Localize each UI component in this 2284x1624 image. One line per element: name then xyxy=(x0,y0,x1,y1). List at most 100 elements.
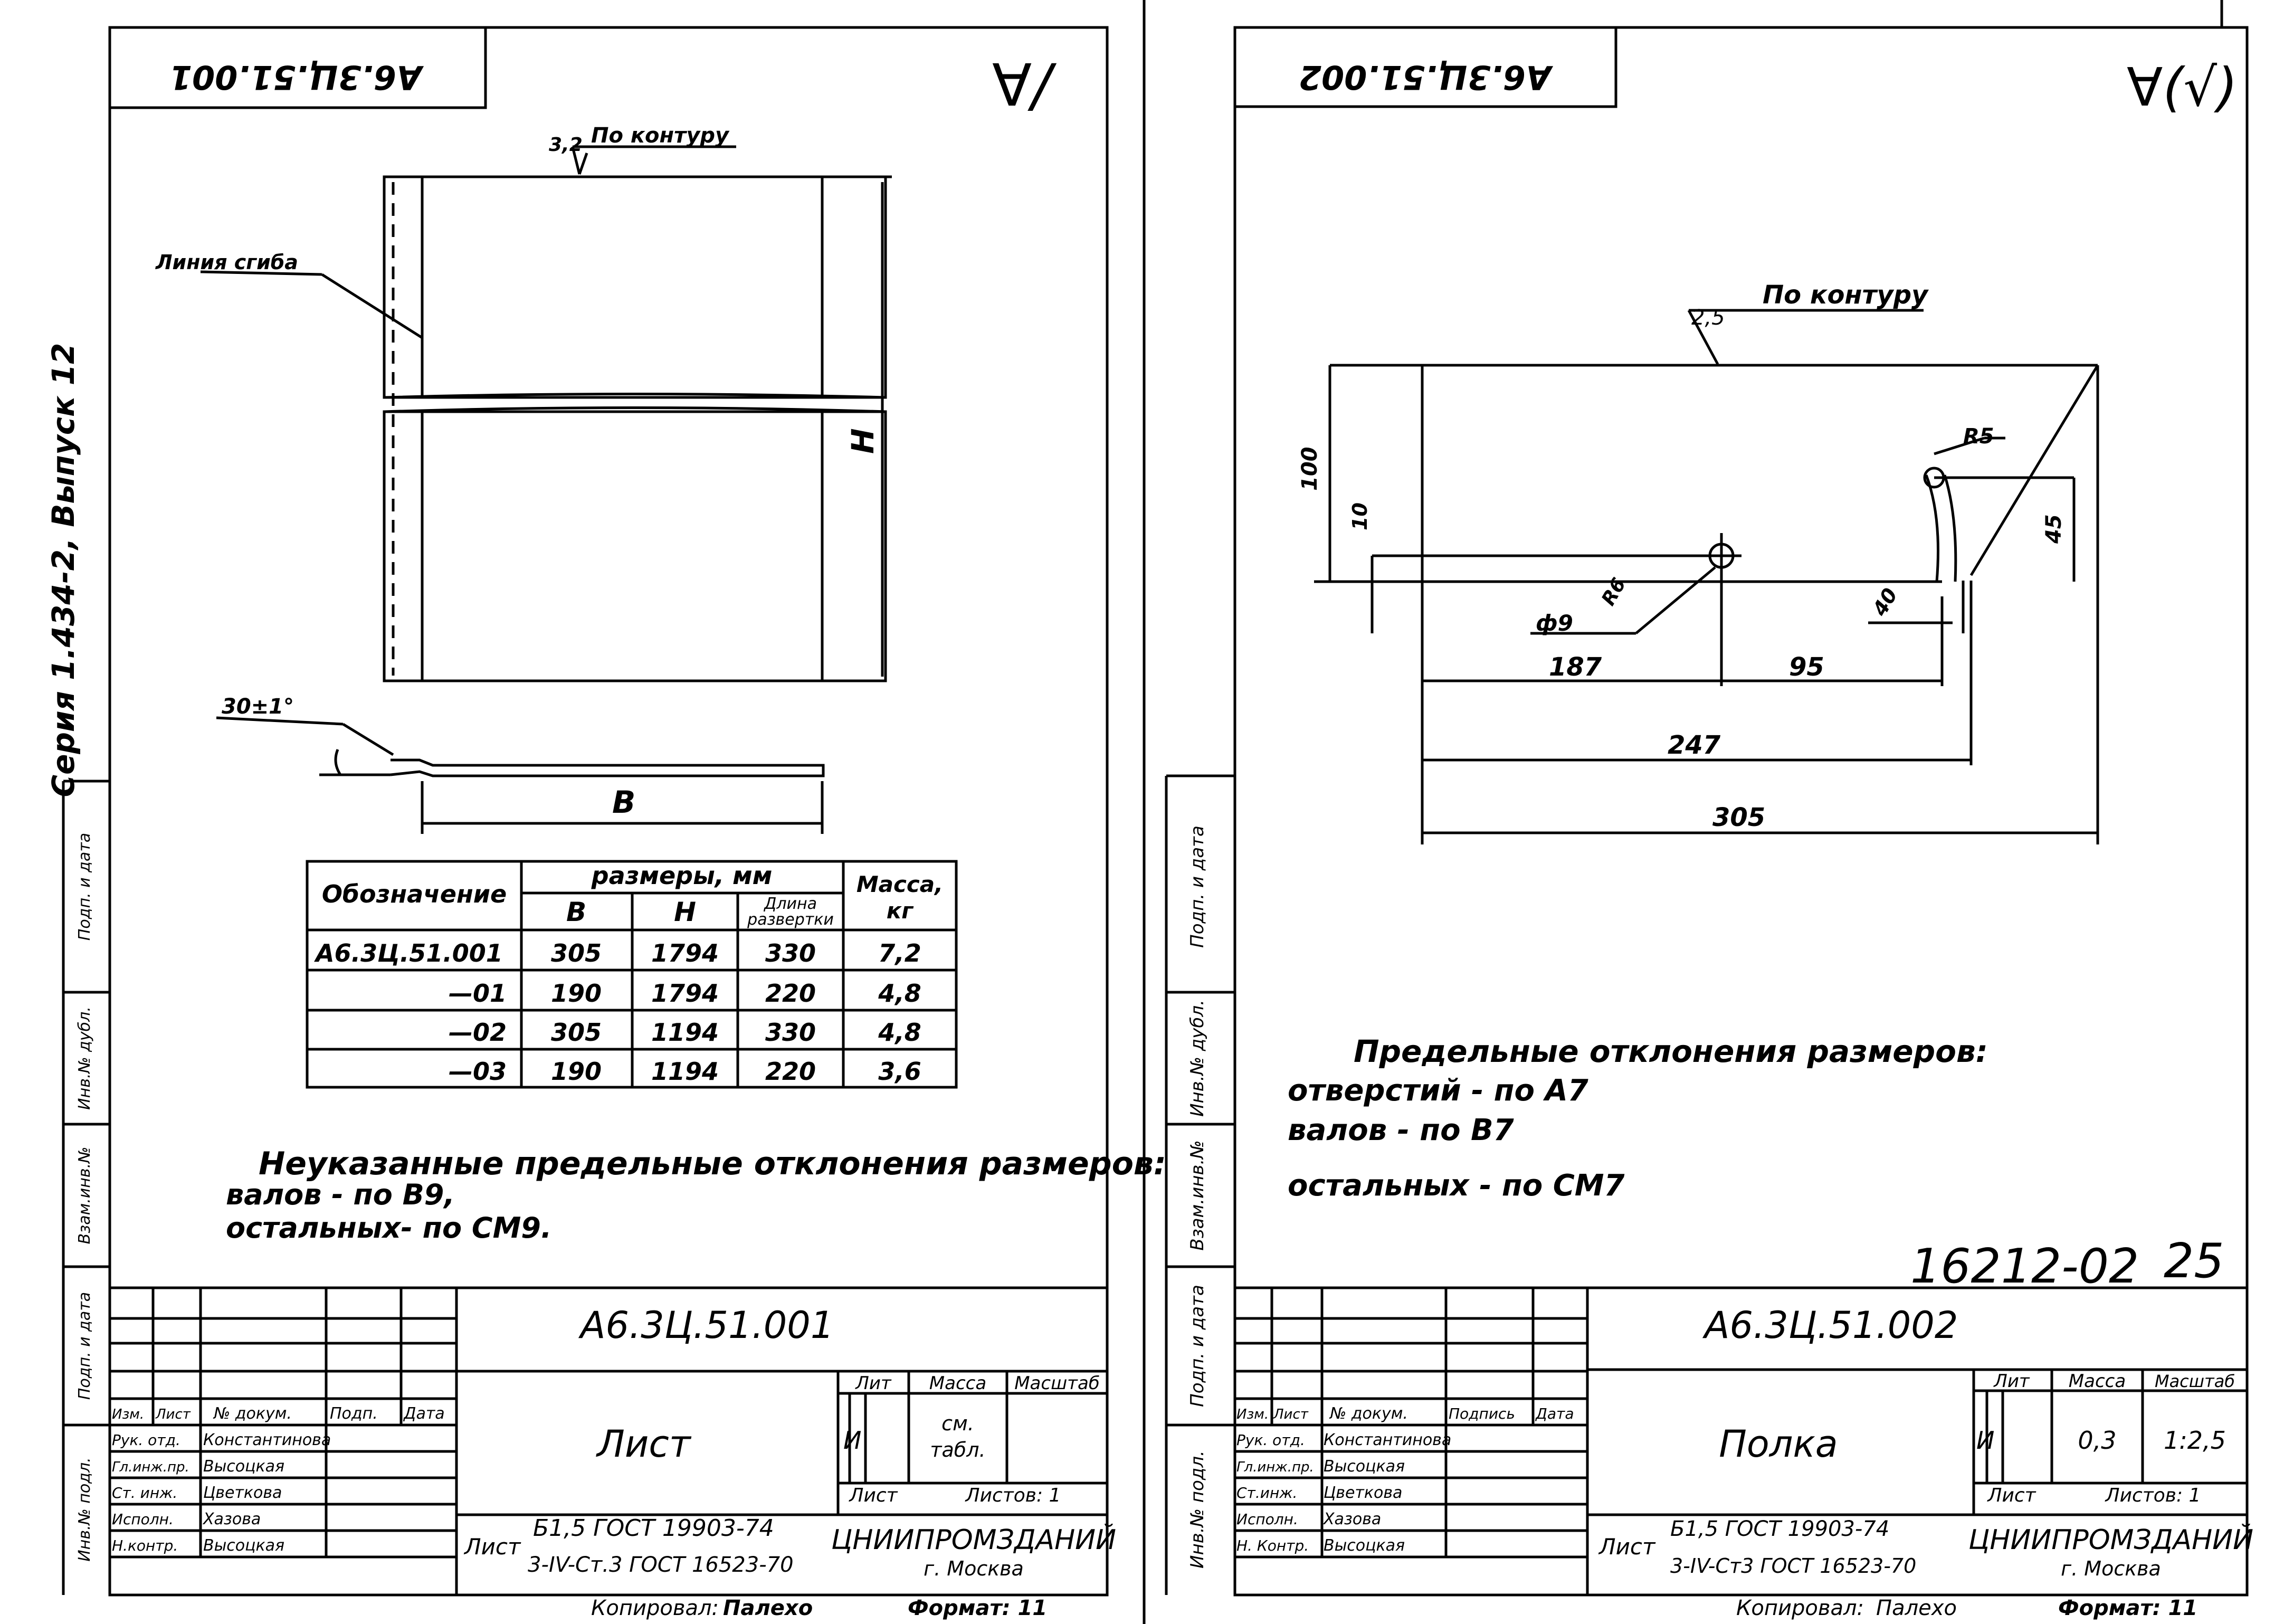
sheet1-stamp-lit-value: И xyxy=(843,1426,861,1455)
table-header-mass-1: Масса, xyxy=(856,871,943,897)
sheet1-note-2: валов - по B9, xyxy=(226,1178,455,1211)
sheet1-side-label: Подп. и дата xyxy=(75,833,94,941)
sheet2-stamp-mass-header: Масса xyxy=(2069,1371,2126,1392)
table-cell-mass: 3,6 xyxy=(878,1057,921,1086)
sheet2-stamp-city: г. Москва xyxy=(2061,1557,2161,1580)
table-cell-designation: —02 xyxy=(449,1018,507,1047)
table-cell-length: 330 xyxy=(765,939,816,967)
sheet1-side-profile xyxy=(216,716,825,834)
sheet2-stamp-person: Высоцкая xyxy=(1324,1457,1405,1476)
table-cell-b: 305 xyxy=(551,1018,602,1047)
sheet2-stamp-grid xyxy=(1235,1286,2247,1595)
sheet1-stamp-grid xyxy=(110,1286,1107,1595)
table-cell-b: 190 xyxy=(551,1057,602,1086)
table-row: —03 190 1194 220 3,6 xyxy=(449,1057,921,1086)
table-cell-b: 190 xyxy=(551,979,602,1008)
sheet2-stamp-person: Высоцкая xyxy=(1324,1536,1405,1555)
sheet2-dim-187: 187 xyxy=(1549,652,1602,682)
sheet2-stamp-person: Хазова xyxy=(1322,1510,1381,1528)
table-cell-length: 330 xyxy=(765,1018,816,1047)
table-cell-h: 1194 xyxy=(651,1018,719,1047)
sheet1-side-label: Взам.инв.№ xyxy=(75,1147,94,1245)
sheet2-contour-label: По контуру xyxy=(1763,280,1929,310)
sheet2-stamp-lit-value: И xyxy=(1976,1426,1994,1455)
sheet2-stamp-role: Исполн. xyxy=(1236,1511,1298,1528)
table-header-sizes: размеры, мм xyxy=(591,861,773,890)
sheet2-stamp-lit-header: Лит xyxy=(1993,1371,2030,1392)
sheet1-stamp-city: г. Москва xyxy=(924,1557,1024,1580)
sheet1-stamp-header: № докум. xyxy=(213,1404,292,1423)
table-row: —02 305 1194 330 4,8 xyxy=(449,1018,921,1047)
sheet1-stamp-material-1: Б1,5 ГОСТ 19903-74 xyxy=(533,1515,774,1542)
sheet2-stamp-header: № докум. xyxy=(1329,1404,1408,1423)
sheet2-stamp-role: Н. Контр. xyxy=(1236,1537,1309,1554)
table-row: А6.3Ц.51.001 305 1794 330 7,2 xyxy=(314,939,921,967)
sheet1-format-label: Формат: 11 xyxy=(908,1596,1047,1620)
sheet1-mirror-title: А6.3Ц.51.001 xyxy=(169,58,424,97)
sheet1-copied-name: Палехо xyxy=(723,1596,813,1620)
sheet1-stamp-role: Гл.инж.пр. xyxy=(112,1459,189,1475)
sheet1-stamp-org: ЦНИИПРОМЗДАНИЙ xyxy=(831,1524,1116,1556)
sheet1-stamp-header: Дата xyxy=(403,1404,445,1423)
sheet2-dim-r6: R6 xyxy=(1597,574,1630,609)
sheet1-stamp-role: Ст. инж. xyxy=(112,1484,177,1502)
table-cell-mass: 4,8 xyxy=(878,979,921,1008)
sheet2-stamp-material-prefix: Лист xyxy=(1598,1534,1656,1560)
sheet1-stamp-material-prefix: Лист xyxy=(463,1534,521,1560)
sheet2-dim-10: 10 xyxy=(1348,502,1372,530)
sheet1-stamp-code: А6.3Ц.51.001 xyxy=(578,1304,834,1347)
sheet1-stamp-mass-value: см. xyxy=(941,1412,974,1435)
sheet2-side-label: Подп. и дата xyxy=(1187,1285,1208,1407)
sheet2-stamp-role: Ст.инж. xyxy=(1236,1484,1297,1502)
sheet1-side-label: Подп. и дата xyxy=(75,1292,94,1400)
table-cell-designation: —03 xyxy=(449,1057,507,1086)
sheet1-stamp-role: Исполн. xyxy=(112,1511,174,1528)
table-cell-h: 1794 xyxy=(651,979,719,1008)
sheet2-side-label: Инв.№ подл. xyxy=(1187,1450,1208,1569)
table-header-length-1: Длина xyxy=(763,895,817,913)
sheet2-stamp-code: А6.3Ц.51.002 xyxy=(1702,1304,1958,1347)
sheet2-note-3: валов - по B7 xyxy=(1288,1113,1514,1147)
sheet2-stamp-material-1: Б1,5 ГОСТ 19903-74 xyxy=(1670,1517,1889,1541)
sheet2-dim-100: 100 xyxy=(1298,447,1322,491)
table-cell-designation: А6.3Ц.51.001 xyxy=(314,939,503,967)
sheet1-stamp-material-2: 3-IV-Ст.3 ГОСТ 16523-70 xyxy=(528,1553,794,1577)
table-cell-length: 220 xyxy=(765,979,816,1008)
sheet2-stamp-header: Лист xyxy=(1273,1407,1309,1422)
sheet2-dim-95: 95 xyxy=(1789,652,1824,682)
sheet2-dim-305: 305 xyxy=(1712,803,1765,832)
table-header-designation: Обозначение xyxy=(322,880,507,908)
sheet2-note-2: отверстий - по A7 xyxy=(1288,1074,1588,1108)
sheet2-frame xyxy=(1233,26,2249,1597)
sheet1-stamp-mass-value: табл. xyxy=(930,1438,985,1461)
sheet2-roughness-icon: ∀(√) xyxy=(2127,56,2238,118)
sheet2-stamp-sheets: Листов: 1 xyxy=(2105,1485,2201,1506)
sheet1-stamp-header: Лист xyxy=(155,1407,191,1422)
sheet1-stamp-role: Н.контр. xyxy=(112,1537,178,1554)
sheet2-mirror-title: А6.3Ц.51.002 xyxy=(1299,58,1554,97)
table-cell-mass: 4,8 xyxy=(878,1018,921,1047)
sheet1-title-mirror-box xyxy=(108,26,487,109)
sheet1-stamp-header: Подп. xyxy=(330,1404,378,1423)
sheet1-side-label: Инв.№ дубл. xyxy=(75,1006,94,1110)
table-header-mass-2: кг xyxy=(887,898,915,924)
sheet2-stamp-role: Рук. отд. xyxy=(1236,1431,1305,1449)
sheet1-side-series: Серия 1.434-2, Выпуск 12 xyxy=(45,343,81,797)
sheet2-dim-45: 45 xyxy=(2042,514,2066,544)
sheet2-doc-number: 16212-02 xyxy=(1910,1239,2139,1294)
sheet2-dim-r5: R5 xyxy=(1963,424,1994,449)
sheet2-stamp-sheet: Лист xyxy=(1986,1485,2036,1506)
sheet1-stamp-person: Константинова xyxy=(203,1431,331,1449)
sheet2-dim-40: 40 xyxy=(1868,584,1902,621)
sheet2-stamp-scale-header: Масштаб xyxy=(2155,1371,2235,1391)
sheet2-dim-phi9: ф9 xyxy=(1536,610,1573,636)
sheet1-side-label: Инв.№ подл. xyxy=(75,1457,94,1561)
sheet1-contour-label: По контуру xyxy=(591,124,730,148)
sheet2-stamp-material-2: 3-IV-Ст3 ГОСТ 16523-70 xyxy=(1670,1554,1916,1578)
sheet1-note-1: Неуказанные предельные отклонения размер… xyxy=(259,1145,1166,1182)
sheet1-stamp-person: Высоцкая xyxy=(203,1457,284,1476)
page-number: 25 xyxy=(2164,1233,2224,1289)
sheet1-stamp-name: Лист xyxy=(595,1422,692,1466)
sheet2-stamp-name: Полка xyxy=(1719,1422,1838,1466)
sheet1-stamp-lit-header: Лит xyxy=(854,1373,892,1394)
